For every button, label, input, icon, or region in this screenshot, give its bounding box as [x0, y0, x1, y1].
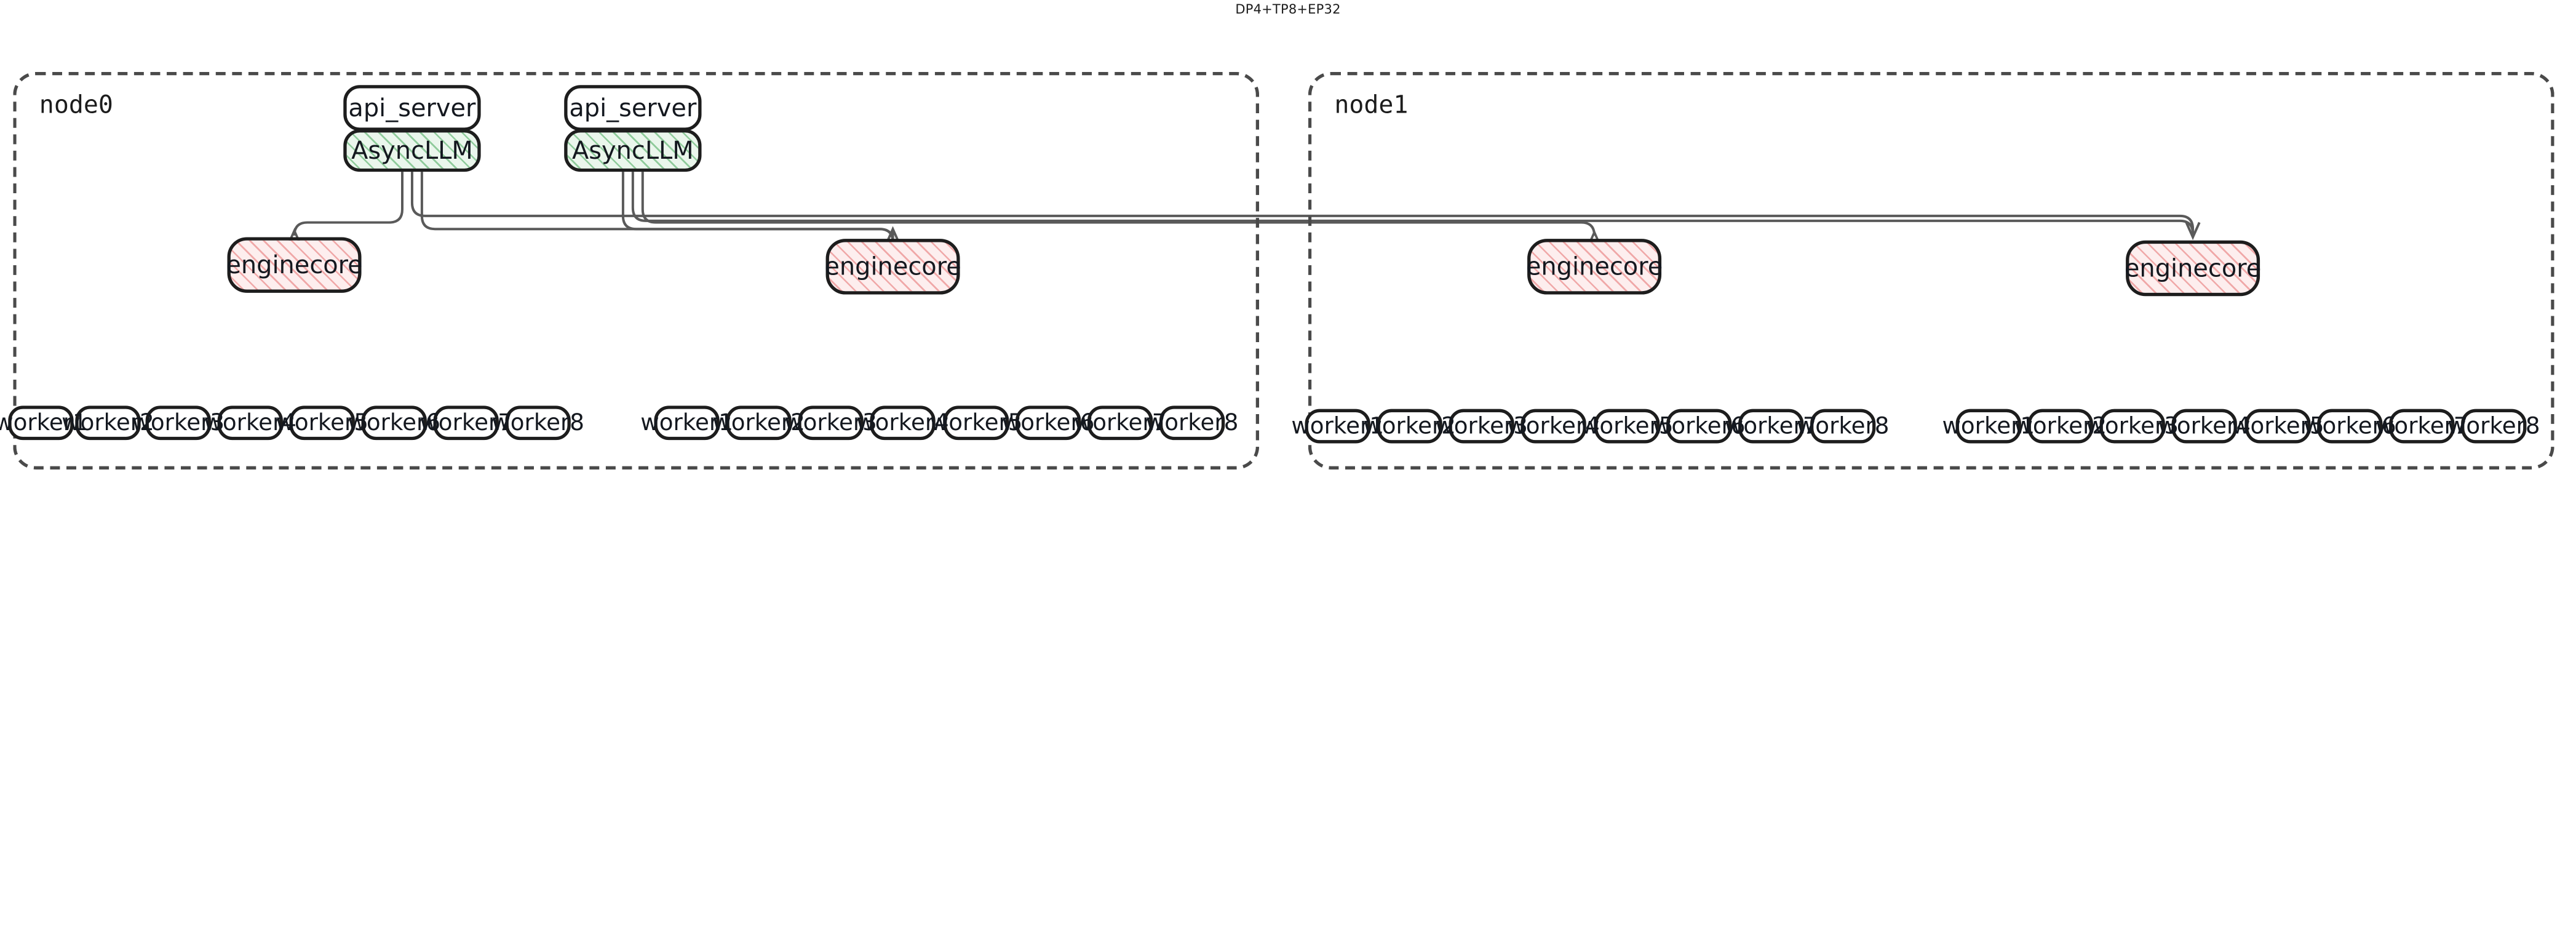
worker-label: worker2: [712, 409, 805, 436]
worker-box[interactable]: worker4: [1507, 409, 1600, 444]
worker-label: worker3: [132, 409, 225, 436]
api-server-label: api_server: [569, 93, 697, 123]
worker-label: worker2: [62, 409, 154, 436]
enginecore-box[interactable]: enginecore: [2124, 240, 2262, 297]
enginecore-label: enginecore: [824, 252, 961, 282]
worker-box[interactable]: worker1: [1291, 409, 1384, 444]
worker-label: worker5: [276, 409, 369, 436]
worker-box[interactable]: worker6: [348, 406, 440, 441]
async-llm-box[interactable]: AsyncLLM: [343, 129, 481, 172]
page-title: DP4+TP8+EP32: [1235, 2, 1341, 17]
enginecore-label: enginecore: [226, 250, 363, 280]
api-server-box[interactable]: api_server: [343, 85, 481, 131]
node-group-node0: node0: [13, 71, 1260, 470]
diagram-canvas: DP4+TP8+EP32: [0, 2, 2554, 470]
worker-box[interactable]: worker3: [1435, 409, 1528, 444]
async-llm-label: AsyncLLM: [571, 135, 694, 166]
worker-box[interactable]: worker4: [2158, 409, 2251, 444]
node-label: node0: [39, 90, 113, 120]
worker-box[interactable]: worker2: [712, 406, 805, 441]
worker-label: worker6: [1001, 409, 1095, 436]
worker-label: worker4: [2158, 413, 2251, 439]
worker-label: worker7: [2375, 413, 2468, 439]
worker-label: worker6: [1652, 413, 1746, 439]
worker-label: worker1: [0, 409, 87, 436]
worker-box[interactable]: worker5: [1581, 409, 1674, 444]
worker-label: worker8: [1796, 413, 1890, 439]
worker-box[interactable]: worker6: [1002, 406, 1094, 441]
worker-box[interactable]: worker8: [491, 406, 584, 441]
worker-label: worker4: [204, 409, 297, 436]
worker-label: worker5: [2232, 413, 2324, 439]
worker-box[interactable]: worker1: [640, 406, 733, 441]
worker-box[interactable]: worker5: [930, 406, 1022, 441]
worker-box[interactable]: worker7: [1074, 406, 1166, 441]
worker-box[interactable]: worker3: [2086, 409, 2179, 444]
worker-label: worker1: [1942, 413, 2035, 439]
worker-box[interactable]: worker1: [0, 406, 87, 441]
api-server-label: api_server: [348, 93, 476, 123]
worker-box[interactable]: worker4: [204, 406, 296, 441]
worker-box[interactable]: worker8: [2447, 409, 2540, 444]
worker-box[interactable]: worker4: [856, 406, 949, 441]
node-group-node1: node1: [1308, 71, 2554, 470]
worker-label: worker8: [491, 409, 584, 436]
worker-label: worker6: [2304, 413, 2396, 439]
worker-box[interactable]: worker2: [62, 406, 154, 441]
worker-label: worker8: [2447, 413, 2540, 439]
node-label: node1: [1334, 90, 1409, 120]
worker-box[interactable]: worker3: [784, 406, 877, 441]
worker-box[interactable]: worker3: [132, 406, 225, 441]
worker-box[interactable]: worker8: [1797, 409, 1889, 444]
worker-label: worker7: [1724, 413, 1818, 439]
worker-box[interactable]: worker7: [1725, 409, 1818, 444]
worker-label: worker8: [1145, 409, 1239, 436]
worker-box[interactable]: worker2: [2014, 409, 2107, 444]
worker-box[interactable]: worker5: [2232, 409, 2324, 444]
enginecore-box[interactable]: enginecore: [824, 239, 961, 295]
worker-label: worker4: [1507, 413, 1600, 439]
enginecore-box[interactable]: enginecore: [1525, 239, 1663, 295]
worker-label: worker5: [929, 409, 1023, 436]
worker-box[interactable]: worker8: [1146, 406, 1238, 441]
worker-label: worker3: [2086, 413, 2179, 439]
enginecore-box[interactable]: enginecore: [226, 237, 363, 293]
worker-box[interactable]: worker6: [2304, 409, 2396, 444]
async-llm-box[interactable]: AsyncLLM: [564, 129, 702, 172]
enginecore-label: enginecore: [1525, 252, 1663, 282]
worker-box[interactable]: worker6: [1653, 409, 1746, 444]
worker-label: worker5: [1580, 413, 1674, 439]
worker-box[interactable]: worker5: [276, 406, 368, 441]
enginecore-label: enginecore: [2124, 254, 2262, 283]
worker-label: worker7: [1073, 409, 1167, 436]
worker-label: worker4: [856, 409, 949, 436]
worker-label: worker3: [784, 409, 877, 436]
worker-box[interactable]: worker7: [419, 406, 512, 441]
api-server-box[interactable]: api_server: [564, 85, 702, 131]
worker-label: worker7: [419, 409, 512, 436]
worker-label: worker2: [2014, 413, 2107, 439]
worker-label: worker1: [1291, 413, 1384, 439]
worker-label: worker3: [1435, 413, 1528, 439]
async-llm-label: AsyncLLM: [351, 135, 473, 166]
worker-label: worker1: [640, 409, 733, 436]
worker-label: worker6: [348, 409, 441, 436]
worker-box[interactable]: worker2: [1363, 409, 1456, 444]
worker-box[interactable]: worker1: [1942, 409, 2035, 444]
worker-label: worker2: [1363, 413, 1456, 439]
worker-box[interactable]: worker7: [2375, 409, 2468, 444]
